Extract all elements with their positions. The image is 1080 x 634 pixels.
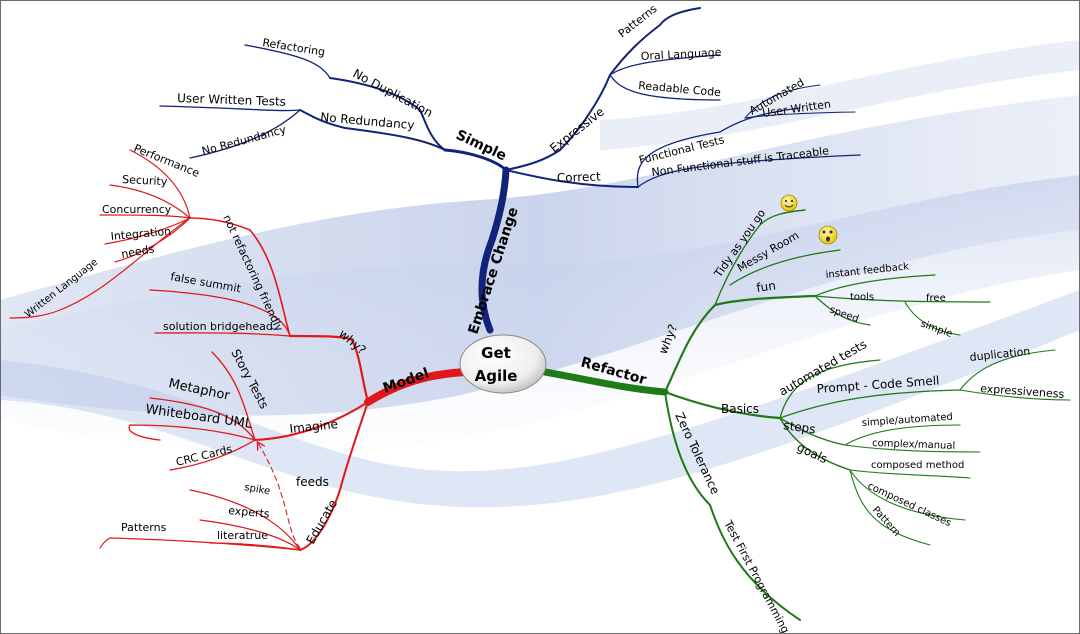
label-patterns[interactable]: Patterns <box>616 2 660 40</box>
label-expressiveness[interactable]: expressiveness <box>980 382 1065 401</box>
label-free[interactable]: free <box>926 293 946 304</box>
branch-refactor <box>541 209 1071 621</box>
central-line2: Agile <box>475 367 518 385</box>
label-composed-method[interactable]: composed method <box>871 460 964 471</box>
label-spike[interactable]: spike <box>243 482 270 497</box>
central-line1: Get <box>481 344 511 362</box>
branch-embrace-change <box>159 7 861 334</box>
label-user-written-tests[interactable]: User Written Tests <box>177 91 286 109</box>
label-concurrency[interactable]: Concurrency <box>102 203 172 216</box>
label-integration[interactable]: Integration <box>110 225 172 243</box>
label-oral-language[interactable]: Oral Language <box>640 46 722 63</box>
label-basics[interactable]: Basics <box>721 402 759 416</box>
central-node[interactable]: Get Agile <box>459 334 547 394</box>
label-expressive[interactable]: Expressive <box>547 105 607 156</box>
label-needs[interactable]: needs <box>120 242 155 261</box>
label-pattern[interactable]: Pattern <box>870 505 902 539</box>
branch-model <box>9 149 469 551</box>
label-duplication[interactable]: duplication <box>969 345 1031 364</box>
background-waves <box>0 40 1080 508</box>
label-feeds: feeds <box>296 475 329 489</box>
label-simple-leaf[interactable]: simple <box>919 318 954 340</box>
label-simple[interactable]: Simple <box>453 127 509 164</box>
smiley-happy-icon <box>780 194 798 212</box>
label-steps[interactable]: steps <box>783 418 817 436</box>
smiley-surprised-icon <box>818 225 838 245</box>
label-goals[interactable]: goals <box>795 440 830 466</box>
label-solution-bridgehead[interactable]: solution bridgehead <box>163 320 273 333</box>
label-fun[interactable]: fun <box>755 278 776 295</box>
label-security[interactable]: Security <box>122 173 168 188</box>
label-no-duplication[interactable]: No Duplication <box>351 66 435 120</box>
label-no-redundancy[interactable]: No Redundancy <box>320 110 415 132</box>
label-imagine[interactable]: Imagine <box>289 417 339 436</box>
label-correct[interactable]: Correct <box>557 169 602 185</box>
label-literatrue[interactable]: literatrue <box>217 529 268 542</box>
label-simple-automated[interactable]: simple/automated <box>861 412 953 429</box>
label-experts[interactable]: experts <box>228 504 271 521</box>
label-complex-manual[interactable]: complex/manual <box>872 438 956 452</box>
label-no-redundancy-leaf[interactable]: No Redundancy <box>200 123 287 158</box>
label-educate[interactable]: Educate <box>303 497 340 546</box>
label-tools[interactable]: tools <box>850 292 874 303</box>
label-patterns-red[interactable]: Patterns <box>121 521 167 534</box>
label-test-first[interactable]: Test First Programming <box>721 517 792 634</box>
